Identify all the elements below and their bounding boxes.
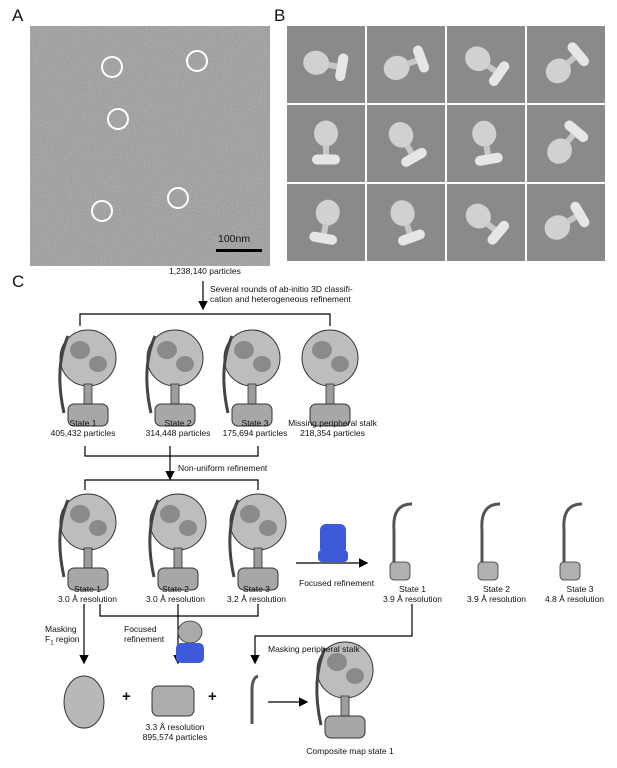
scale-bar [216,249,262,252]
focused-refinement-2: Focused refinement [124,624,165,644]
density-map-class-1 [58,329,117,427]
particle-circle [91,200,113,222]
refined-1-name: State 1 [74,584,101,594]
refined-1-res: 3.0 Å resolution [57,594,118,604]
density-map-refined-3 [228,493,287,591]
density-map-class-3 [222,329,281,427]
stalk-2-name: State 2 [483,584,510,594]
particle-circle [101,56,123,78]
class-average-tile [527,26,605,103]
stalk-3-name: State 3 [566,584,594,594]
class-average-tile [447,26,525,103]
composite-map-label: Composite map state 1 [306,746,394,756]
panel-label-c: C [12,272,25,291]
class-average-tile [447,105,525,182]
class-average-tile [447,184,525,261]
class-3-name: State 3 [241,418,269,428]
density-map-refined-2 [148,493,207,591]
refined-2-name: State 2 [162,584,189,594]
mask-f1-line2: F1 region [45,634,80,647]
class-3-count: 175,694 particles [222,428,288,438]
mask-stalk-label: Masking peripheral stalk [268,644,360,654]
f1-map [63,675,105,729]
start-count: 1,238,140 particles [169,266,241,276]
class-4-name: Missing peripheral stalk [288,418,377,428]
composite-map [315,641,374,739]
class-1-count: 405,432 particles [50,428,116,438]
focus-mask-model-1 [318,524,348,562]
particle-circles [91,50,208,222]
particle-circle [107,108,129,130]
class-average-tile [287,26,365,103]
refined-2-res: 3.0 Å resolution [145,594,206,604]
focus-mask-model-2 [176,620,204,663]
micrograph: 100nm [30,26,270,266]
fo-resolution: 3.3 Å resolution [145,722,205,732]
class-average-tile [287,184,365,261]
class-4-count: 218,354 particles [300,428,365,438]
scale-bar-label: 100nm [218,233,251,245]
stalk-map-3 [559,502,583,581]
class-average-tile [527,184,605,261]
class-average-tile [367,26,445,103]
density-map-refined-1 [58,493,117,591]
class-1-name: State 1 [69,418,97,428]
density-map-class-2 [145,329,204,427]
stalk-1-name: State 1 [399,584,426,594]
plus-sign-1: + [122,688,131,705]
class-2-count: 314,448 particles [145,428,211,438]
class-average-tile [287,105,365,182]
step-non-uniform: Non-uniform refinement [178,463,268,473]
panel-label-b: B [274,6,286,25]
fo-particle-count: 895,574 particles [142,732,208,742]
particle-circle [167,187,189,209]
class-average-tile [527,105,605,182]
stalk-2-res: 3.9 Å resolution [466,594,527,604]
particle-circle [186,50,208,72]
stalk-map-1 [389,502,413,581]
fo-map [151,685,195,717]
class-average-tile [367,184,445,261]
stalk-3-res: 4.8 Å resolution [544,594,605,604]
class-average-tile [367,105,445,182]
refined-3-name: State 3 [243,584,270,594]
density-map-class-4 [301,329,359,427]
stalk-1-res: 3.9 Å resolution [382,594,443,604]
class-2-name: State 2 [164,418,192,428]
class-averages-grid [287,26,607,265]
step-ab-initio: Several rounds of ab-initio 3D classifi-… [210,284,353,304]
focused-refinement-label: Focused refinement [299,578,375,588]
stalk-map-2 [477,502,501,581]
stalk-map-composite-part [250,674,259,724]
plus-sign-2: + [208,688,217,705]
refined-3-res: 3.2 Å resolution [226,594,287,604]
mask-f1-line1: Masking [45,624,77,634]
panel-label-a: A [12,6,24,25]
